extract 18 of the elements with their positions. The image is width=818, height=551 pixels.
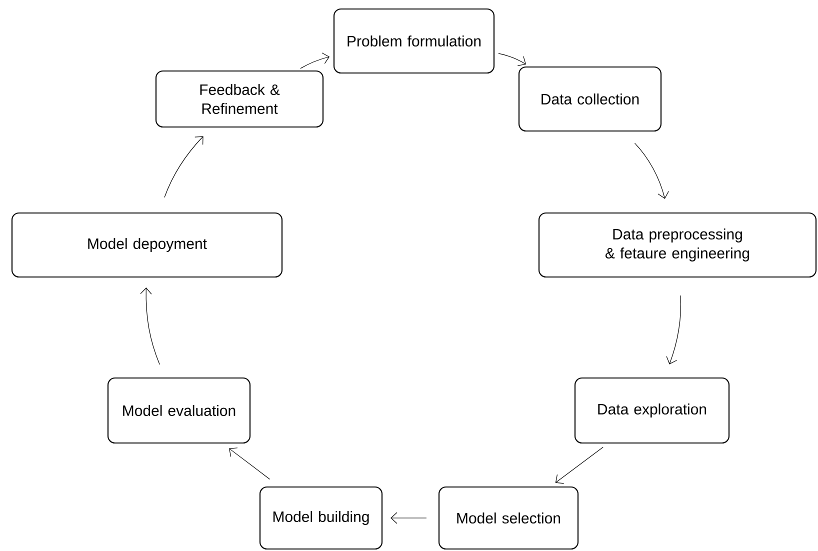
- process-box: Model selection: [438, 486, 579, 550]
- arrow: [498, 53, 526, 66]
- arrow: [300, 52, 330, 69]
- arrow: [666, 295, 682, 364]
- arrow: [634, 142, 669, 199]
- arrow: [229, 448, 270, 480]
- process-box: Model building: [259, 486, 383, 550]
- arrow: [390, 512, 427, 524]
- process-box: Problem formulation: [333, 8, 495, 74]
- process-box: Data preprocessing & fetaure engineering: [538, 212, 817, 278]
- process-box: Model depoyment: [11, 212, 283, 278]
- process-box: Data exploration: [574, 377, 730, 444]
- arrow: [164, 136, 204, 198]
- arrow: [555, 446, 604, 484]
- process-box: Data collection: [518, 66, 662, 132]
- arrow: [140, 288, 160, 365]
- process-box: Model evaluation: [107, 377, 251, 444]
- process-box: Feedback & Refinement: [155, 70, 324, 128]
